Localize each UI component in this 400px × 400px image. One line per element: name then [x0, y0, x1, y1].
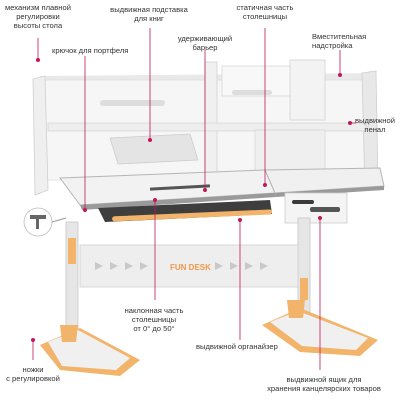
pencil-case-handle — [292, 200, 314, 204]
hutch-cubby — [254, 129, 326, 176]
label-shelf: Вместительная надстройка — [312, 32, 367, 50]
label-organizer: выдвижной органайзер — [196, 342, 278, 351]
book-stand — [109, 133, 199, 165]
left-leg-accent — [68, 238, 76, 264]
label-bag-hook: крючок для портфеля — [52, 46, 129, 55]
organizer-rail — [112, 209, 272, 222]
barrier — [149, 184, 211, 191]
hutch-shelf — [47, 122, 367, 132]
drawer-handle — [310, 207, 340, 212]
label-barrier: удерживающий барьер — [177, 34, 233, 52]
label-static-top: статичная часть столешницы — [236, 3, 294, 21]
hutch-right-tower — [289, 59, 326, 121]
hutch-left-side — [32, 75, 49, 196]
hutch-handle-left — [100, 100, 165, 106]
hutch-divider — [204, 61, 218, 183]
crossbar-vents — [95, 262, 268, 270]
hutch-handle-right — [232, 90, 272, 95]
leader-lines — [30, 28, 356, 370]
label-drawer: выдвижной ящик для хранения канцелярских… — [267, 375, 381, 393]
label-feet: ножки с регулировкой — [6, 365, 60, 383]
brand-logo: FUN DESK — [170, 263, 211, 272]
tilting-desktop-edge — [80, 193, 276, 210]
label-book-stand: выдвижная подставка для книг — [110, 5, 188, 23]
right-leg-accent — [300, 278, 308, 300]
label-pencil-case: выдвижной пенал — [355, 116, 395, 134]
label-tilt-mechanism: механизм плавной регулировки высоты стол… — [5, 3, 71, 30]
right-foot — [270, 311, 368, 350]
label-tilting-top: наклонная часть столешницы от 0° до 50° — [124, 306, 184, 333]
